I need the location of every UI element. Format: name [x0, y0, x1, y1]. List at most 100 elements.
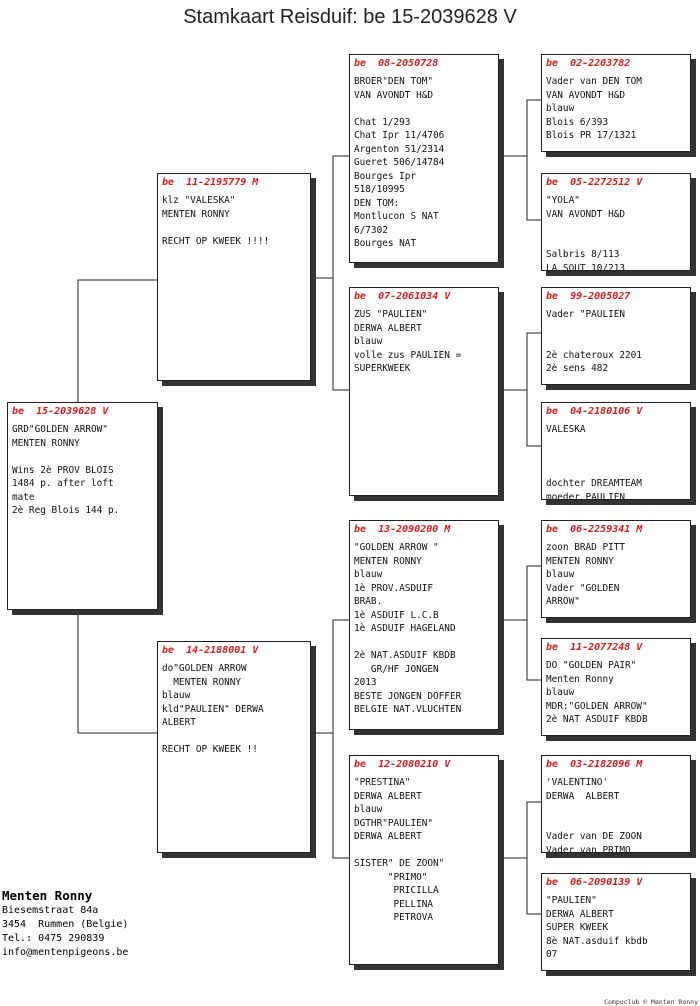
pigeon-card: be 99-2005027 Vader "PAULIEN 2è chaterou…: [541, 287, 691, 385]
pigeon-detail-line: [546, 335, 686, 349]
footer-credit: Compuclub © Menten Ronny: [604, 998, 698, 1006]
pigeon-details: 'VALENTINO' DERWA ALBERT Vader van DE ZOO…: [546, 776, 686, 852]
ring-number: be 04-2180106 V: [546, 406, 643, 417]
pigeon-detail-line: blauw: [354, 804, 383, 815]
owner-info: Menten Ronny Biesemstraat 84a 3454 Rumme…: [2, 888, 128, 960]
pigeon-detail-line: [162, 730, 306, 744]
owner-address: Biesemstraat 84a: [2, 905, 99, 916]
pigeon-detail-line: ARROW": [546, 596, 580, 607]
pigeon-detail-line: [546, 464, 686, 478]
pigeon-detail-line: Gueret 506/14784: [354, 157, 445, 168]
pigeon-detail-line: ALBERT: [162, 717, 196, 728]
pigeon-detail-line: blauw: [354, 336, 383, 347]
pigeon-detail-line: blauw: [354, 569, 383, 580]
pigeon-detail-line: BESTE JONGEN DOFFER: [354, 690, 462, 702]
pigeon-detail-line: volle zus PAULIEN =: [354, 349, 462, 361]
ring-number: be 06-2259341 M: [546, 524, 643, 535]
pigeon-detail-line: 'VALENTINO': [546, 777, 609, 788]
pigeon-detail-line: 1è PROV.ASDUIF: [354, 582, 434, 594]
pigeon-detail-line: 07: [546, 949, 558, 960]
ring-number: be 99-2005027: [546, 291, 631, 302]
pigeon-detail-line: SUPERKWEEK: [354, 363, 411, 374]
pigeon-detail-line: DO "GOLDEN PAIR": [546, 660, 637, 671]
pigeon-detail-line: dochter DREAMTEAM: [546, 478, 642, 489]
owner-email[interactable]: info@mentenpigeons.be: [2, 947, 129, 958]
pigeon-detail-line: [546, 450, 686, 464]
pigeon-detail-line: Montlucon S NAT: [354, 211, 439, 222]
pigeon-detail-line: VALESKA: [546, 424, 586, 435]
pigeon-detail-line: do"GOLDEN ARROW: [162, 663, 247, 674]
pigeon-detail-line: VAN AVONDT H&D: [546, 208, 626, 220]
pigeon-card: be 05-2272512 V "YOLA"VAN AVONDT H&D Sal…: [541, 173, 691, 271]
pigeon-detail-line: kld"PAULIEN" DERWA: [162, 703, 264, 715]
pigeon-detail-line: DEN TOM:: [354, 197, 400, 209]
pigeon-card: be 15-2039628 V GRD"GOLDEN ARROW" MENTEN …: [7, 402, 158, 610]
owner-name: Menten Ronny: [2, 888, 93, 903]
pigeon-detail-line: Vader van DE ZOON: [546, 831, 642, 842]
pigeon-detail-line: MENTEN RONNY: [162, 676, 242, 688]
pigeon-detail-line: 2è chateroux 2201: [546, 349, 642, 361]
pigeon-detail-line: [546, 803, 686, 817]
pigeon-detail-line: Menten Ronny: [546, 673, 614, 685]
ring-number: be 02-2203782: [546, 58, 631, 69]
pigeon-detail-line: DGTHR"PAULIEN": [354, 817, 434, 829]
pigeon-detail-line: blauw: [546, 687, 575, 698]
pigeon-detail-line: 2è Reg Blois 144 p.: [12, 505, 120, 516]
pigeon-card: be 13-2090200 M "GOLDEN ARROW "MENTEN RO…: [349, 520, 499, 730]
pigeon-detail-line: klz "VALESKA": [162, 195, 236, 206]
pigeon-detail-line: DERWA ALBERT: [546, 790, 620, 802]
pigeon-detail-line: DERWA ALBERT: [546, 908, 614, 920]
pigeon-details: VALESKA dochter DREAMTEAM moeder PAULIEN: [546, 423, 686, 500]
pigeon-detail-line: MENTEN RONNY: [354, 555, 422, 567]
pigeon-detail-line: LA SOUT 10/213: [546, 262, 626, 271]
pigeon-detail-line: [546, 437, 686, 451]
ring-number: be 15-2039628 V: [12, 406, 109, 417]
pigeon-detail-line: DERWA ALBERT: [354, 831, 422, 842]
pigeon-detail-line: GRD"GOLDEN ARROW": [12, 424, 108, 435]
pigeon-detail-line: [162, 221, 306, 235]
pigeon-detail-line: GR/HF JONGEN: [354, 663, 439, 675]
pigeon-detail-line: Argenton 51/2314: [354, 143, 445, 155]
pigeon-detail-line: [12, 450, 153, 464]
pigeon-detail-line: "PRIMO": [354, 871, 428, 883]
pigeon-detail-line: MENTEN RONNY: [12, 437, 80, 449]
ring-number: be 05-2272512 V: [546, 177, 643, 188]
ring-number: be 08-2050728: [354, 58, 439, 69]
pigeon-detail-line: Vader "PAULIEN: [546, 309, 626, 320]
pigeon-detail-line: [354, 844, 494, 858]
pigeon-detail-line: 2è NAT ASDUIF KBDB: [546, 714, 648, 725]
pigeon-detail-line: Wins 2è PROV BLOIS: [12, 464, 114, 476]
ring-number: be 12-2080210 V: [354, 759, 451, 770]
pigeon-detail-line: [354, 636, 494, 650]
ring-number: be 07-2061034 V: [354, 291, 451, 302]
pigeon-detail-line: Bourges Ipr: [354, 170, 417, 182]
pigeon-detail-line: [354, 102, 494, 116]
pigeon-detail-line: DERWA ALBERT: [354, 790, 422, 802]
pigeon-detail-line: SISTER" DE ZOON": [354, 858, 445, 869]
pigeon-detail-line: SUPER KWEEK: [546, 922, 609, 933]
pigeon-detail-line: 1è ASDUIF L.C.B: [354, 609, 439, 621]
pigeon-detail-line: "PAULIEN": [546, 895, 597, 906]
pigeon-detail-line: "YOLA": [546, 195, 580, 206]
pigeon-detail-line: "PRESTINA": [354, 777, 411, 788]
pigeon-detail-line: zoon BRAD PITT: [546, 542, 626, 553]
owner-city: 3454 Rummen (Belgie): [2, 919, 129, 930]
pigeon-detail-line: 2013: [354, 677, 377, 688]
pigeon-detail-line: BELGIE NAT.VLUCHTEN: [354, 704, 462, 715]
pigeon-detail-line: [546, 221, 686, 235]
pigeon-detail-line: PELLINA: [354, 898, 434, 910]
ring-number: be 06-2090139 V: [546, 877, 643, 888]
pigeon-card: be 07-2061034 V ZUS "PAULIEN"DERWA ALBER…: [349, 287, 499, 496]
pigeon-detail-line: 518/10995: [354, 184, 405, 195]
pigeon-card: be 11-2195779 M klz "VALESKA"MENTEN RONN…: [157, 173, 311, 381]
pigeon-detail-line: moeder PAULIEN: [546, 491, 626, 500]
pigeon-detail-line: 1è ASDUIF HAGELAND: [354, 623, 456, 634]
